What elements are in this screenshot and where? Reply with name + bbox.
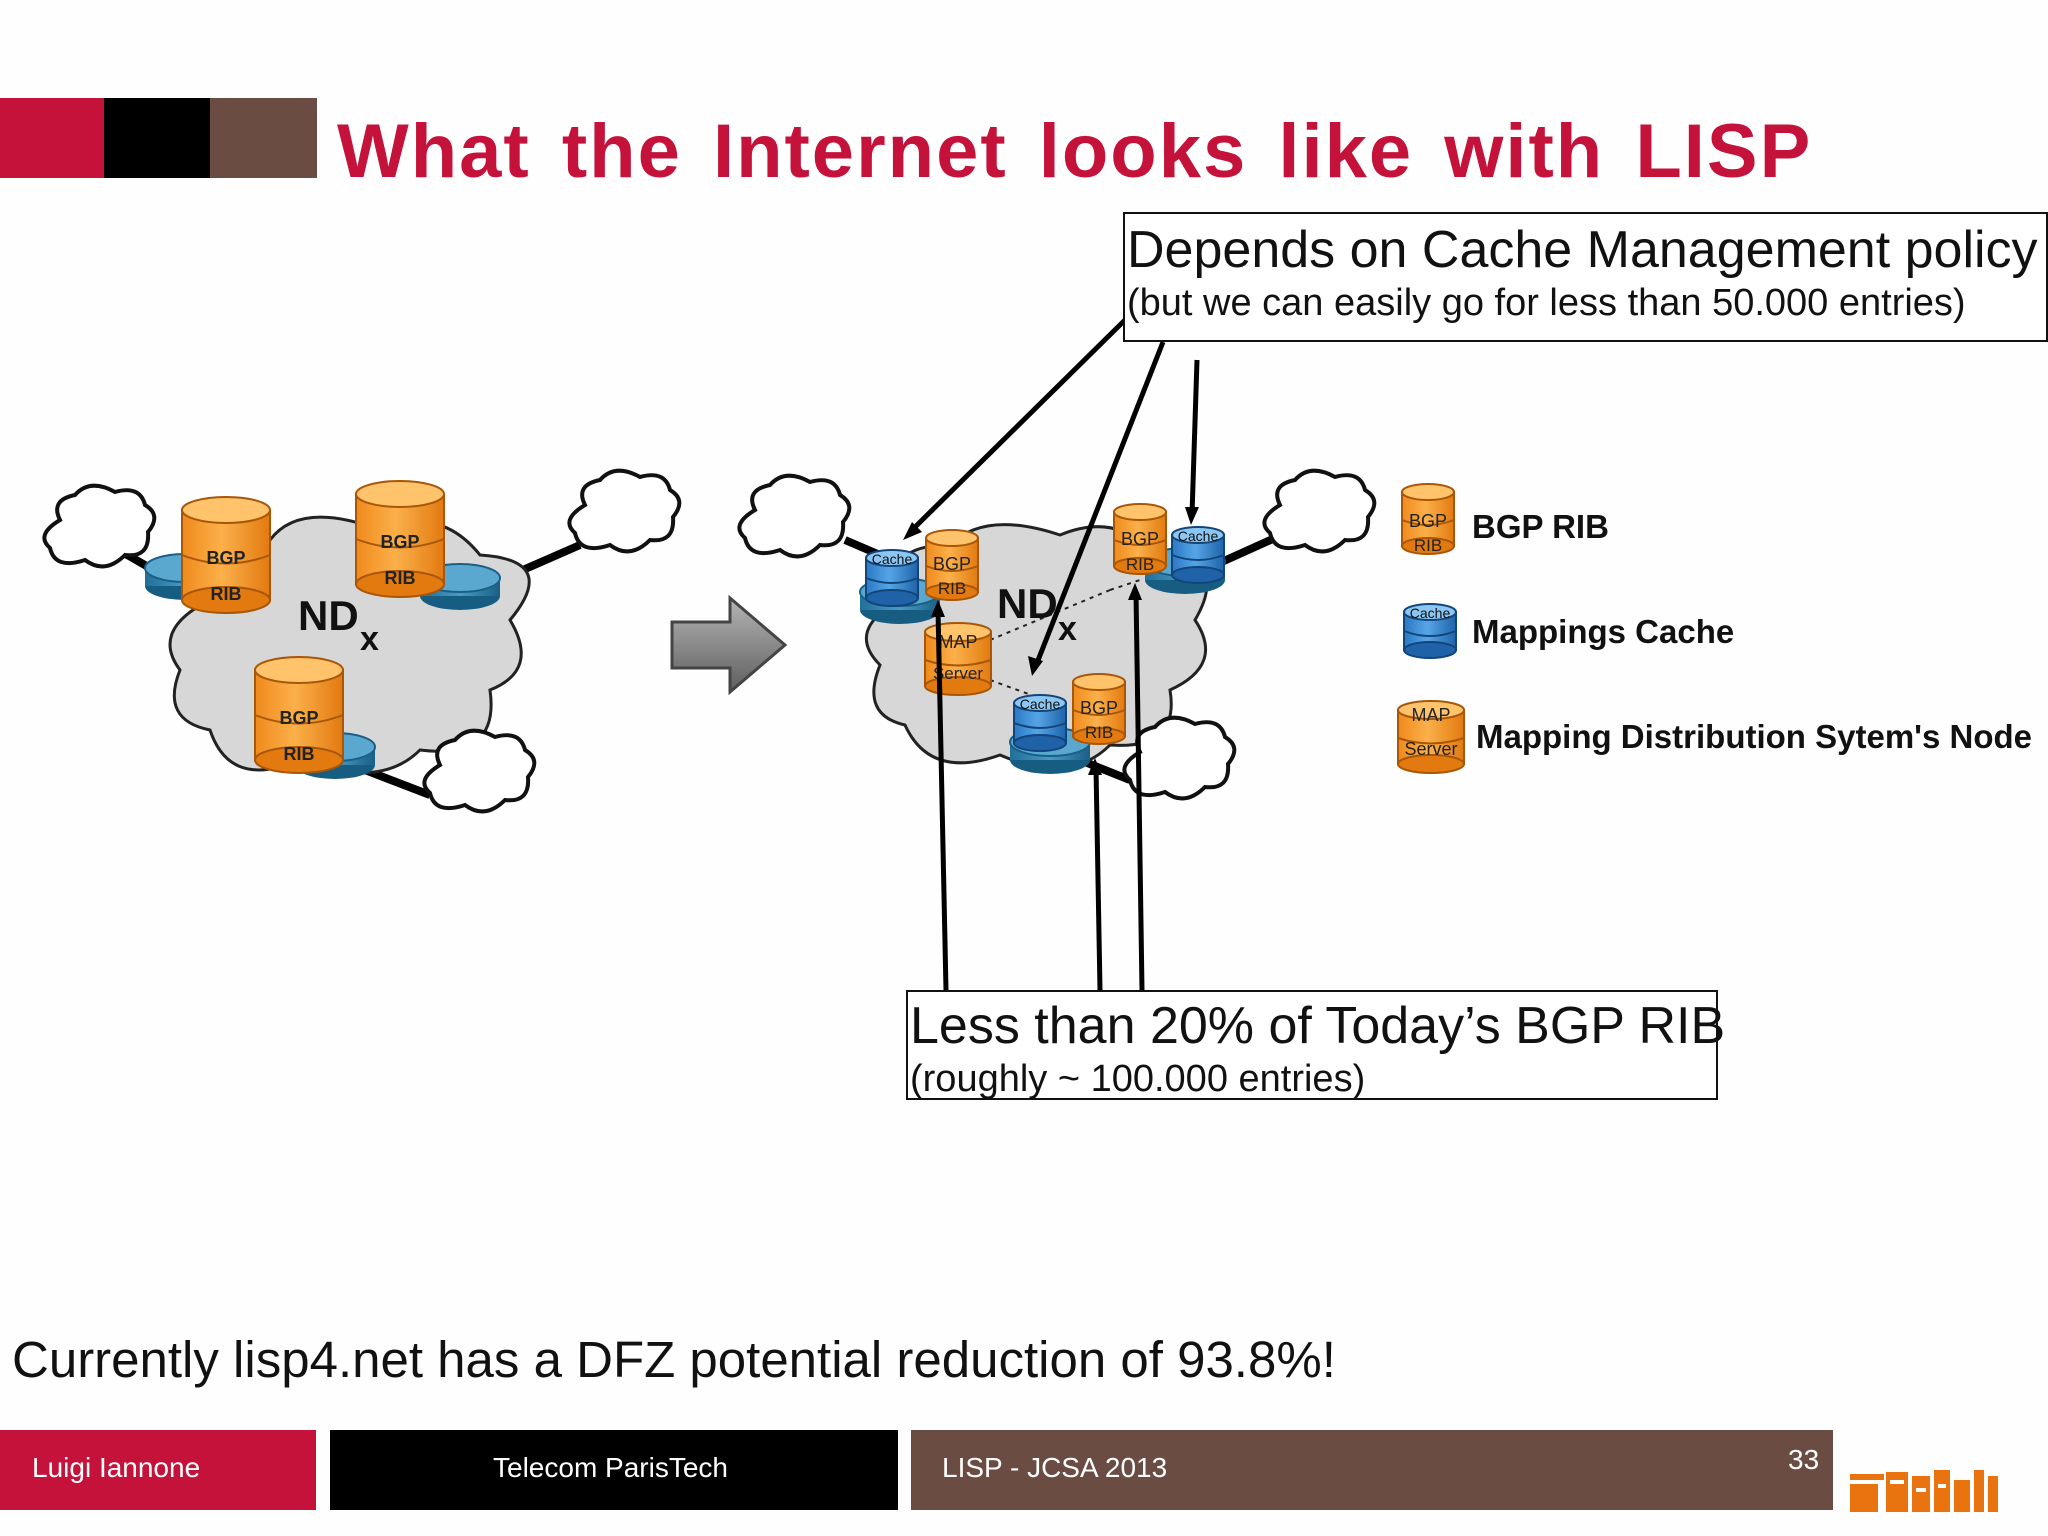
reduction-statement: Currently lisp4.net has a DFZ potential … xyxy=(12,1331,1336,1388)
svg-text:Server: Server xyxy=(1404,739,1457,759)
svg-text:RIB: RIB xyxy=(1414,536,1442,555)
footer-institution-text: Telecom ParisTech xyxy=(493,1452,728,1483)
footer-page-number: 33 xyxy=(1788,1444,1820,1475)
left-network: BGP RIB BGP RIB BGP RIB ND x xyxy=(42,468,682,814)
svg-text:RIB: RIB xyxy=(1085,723,1113,742)
svg-text:BGP: BGP xyxy=(1121,529,1159,549)
domain-label: ND xyxy=(298,592,359,639)
svg-text:RIB: RIB xyxy=(938,579,966,598)
callout-cache-policy-heading: Depends on Cache Management policy xyxy=(1127,221,2038,279)
edge-cloud xyxy=(737,473,852,559)
bgp-rib-icon: BGP RIB xyxy=(181,496,271,614)
transition-arrow-icon xyxy=(670,594,788,696)
footer-event-text: LISP - JCSA 2013 xyxy=(942,1452,1168,1483)
svg-text:Cache: Cache xyxy=(872,551,913,567)
footer-author: Luigi Iannone xyxy=(0,1430,316,1510)
domain-subscript: x xyxy=(360,620,379,658)
callout-cache-policy-detail: (but we can easily go for less than 50.0… xyxy=(1127,282,1966,324)
edge-cloud xyxy=(1122,715,1237,801)
legend-label-mappings-cache: Mappings Cache xyxy=(1472,613,1735,650)
institution-logo-icon xyxy=(1850,1470,1998,1512)
bgp-rib-icon: BGP RIB xyxy=(355,480,445,598)
header-bar-red xyxy=(0,98,104,178)
mappings-cache-icon: Cache xyxy=(865,549,919,607)
callout-cache-policy: Depends on Cache Management policy (but … xyxy=(1123,212,2048,342)
mapping-link xyxy=(989,589,1111,641)
legend-label-bgp-rib: BGP RIB xyxy=(1472,508,1609,545)
callout-pointers-top xyxy=(903,318,1200,676)
legend-map-server-icon: MAP Server xyxy=(1397,700,1465,774)
legend-mappings-cache-icon: Cache xyxy=(1403,603,1457,659)
callout-bgp-rib-size: Less than 20% of Today’s BGP RIB (roughl… xyxy=(906,990,1726,1100)
footer-author-text: Luigi Iannone xyxy=(32,1452,201,1483)
edge-cloud xyxy=(1262,468,1377,554)
edge-cloud xyxy=(42,483,157,569)
edge-cloud xyxy=(567,468,682,554)
svg-text:BGP: BGP xyxy=(933,554,971,574)
svg-text:Cache: Cache xyxy=(1020,696,1061,712)
legend-label-mapping-node: Mapping Distribution Sytem's Node xyxy=(1476,718,2033,755)
footer-institution: Telecom ParisTech xyxy=(330,1430,898,1510)
bgp-rib-icon: BGP RIB xyxy=(1113,503,1167,575)
map-server-icon: MAP Server xyxy=(924,622,992,696)
svg-text:RIB: RIB xyxy=(284,744,315,764)
bgp-rib-icon: BGP RIB xyxy=(1072,673,1126,745)
svg-text:RIB: RIB xyxy=(211,584,242,604)
svg-text:MAP: MAP xyxy=(938,632,977,652)
bgp-rib-icon: BGP RIB xyxy=(254,656,344,774)
link xyxy=(363,766,432,799)
svg-text:BGP: BGP xyxy=(206,548,245,568)
svg-text:Server: Server xyxy=(933,664,983,683)
svg-text:Cache: Cache xyxy=(1178,528,1219,544)
slide-title: What the Internet looks like with LISP xyxy=(337,109,1813,194)
header-bar-black xyxy=(104,98,210,178)
svg-text:BGP: BGP xyxy=(1409,511,1447,531)
callout-pointers-bottom xyxy=(931,583,1145,991)
svg-text:RIB: RIB xyxy=(385,568,416,588)
svg-text:BGP: BGP xyxy=(1080,698,1118,718)
bgp-rib-icon: BGP RIB xyxy=(925,529,979,601)
legend-bgp-rib-icon: BGP RIB xyxy=(1401,483,1455,555)
svg-text:RIB: RIB xyxy=(1126,555,1154,574)
svg-text:MAP: MAP xyxy=(1411,705,1450,725)
mappings-cache-icon: Cache xyxy=(1013,694,1067,752)
edge-cloud xyxy=(422,728,537,814)
callout-bgp-rib-size-heading: Less than 20% of Today’s BGP RIB xyxy=(910,997,1726,1055)
right-network: Cache Cache Cache BGP RIB xyxy=(737,468,1377,801)
footer-event: LISP - JCSA 2013 33 xyxy=(911,1430,1833,1510)
svg-text:BGP: BGP xyxy=(380,532,419,552)
domain-subscript: x xyxy=(1058,610,1077,648)
callout-bgp-rib-size-detail: (roughly ~ 100.000 entries) xyxy=(910,1058,1366,1100)
domain-label: ND xyxy=(997,580,1058,627)
header-bar-brown xyxy=(210,98,317,178)
mappings-cache-icon: Cache xyxy=(1171,526,1225,584)
svg-text:BGP: BGP xyxy=(279,708,318,728)
svg-text:Cache: Cache xyxy=(1410,605,1451,621)
